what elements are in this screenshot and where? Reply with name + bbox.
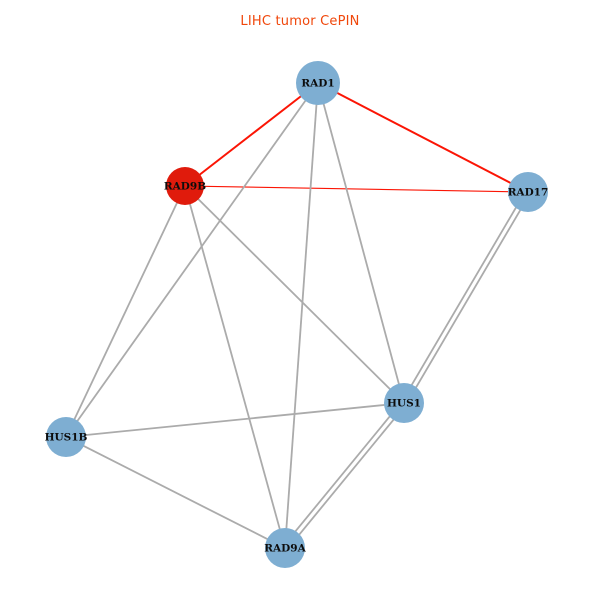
graph-node-rad9b[interactable]: RAD9B — [164, 167, 206, 205]
graph-node-rad1[interactable]: RAD1 — [296, 61, 340, 105]
graph-edge-rad1-rad17 — [336, 91, 512, 185]
graph-edge-rad9b-hus1 — [197, 198, 392, 391]
graph-edge-rad1-rad9a — [285, 103, 318, 530]
graph-node-rad17[interactable]: RAD17 — [508, 172, 549, 212]
graph-edge-rad1-hus1 — [322, 103, 400, 385]
node-circle-rad9a[interactable] — [265, 528, 305, 568]
graph-edge-rad9b-hus1b — [73, 201, 179, 421]
node-circle-hus1b[interactable] — [46, 417, 86, 457]
graph-node-hus1[interactable]: HUS1 — [384, 383, 424, 423]
graph-edge-rad9b-rad17 — [202, 185, 510, 193]
graph-edge-hus1b-hus1 — [84, 404, 386, 436]
node-circle-rad1[interactable] — [296, 61, 340, 105]
edge-layer — [73, 91, 522, 541]
graph-edge-rad1-hus1b — [76, 99, 307, 423]
node-circle-hus1[interactable] — [384, 383, 424, 423]
graph-edge-rad17-hus1 — [410, 206, 517, 386]
graph-edge-hus1b-rad9a — [82, 444, 269, 541]
node-circle-rad9b[interactable] — [166, 167, 204, 205]
graph-edge-rad1-rad9b — [198, 95, 303, 176]
page-title: LIHC tumor CePIN — [240, 14, 360, 29]
graph-edge-rad9b-rad9a — [188, 203, 281, 530]
graph-node-hus1b[interactable]: HUS1B — [45, 417, 88, 457]
node-circle-rad17[interactable] — [508, 172, 548, 212]
graph-edge-hus1-rad9a — [294, 415, 391, 533]
graph-edge-rad17-hus1 — [415, 209, 522, 389]
graph-edge-hus1-rad9a — [298, 418, 395, 536]
